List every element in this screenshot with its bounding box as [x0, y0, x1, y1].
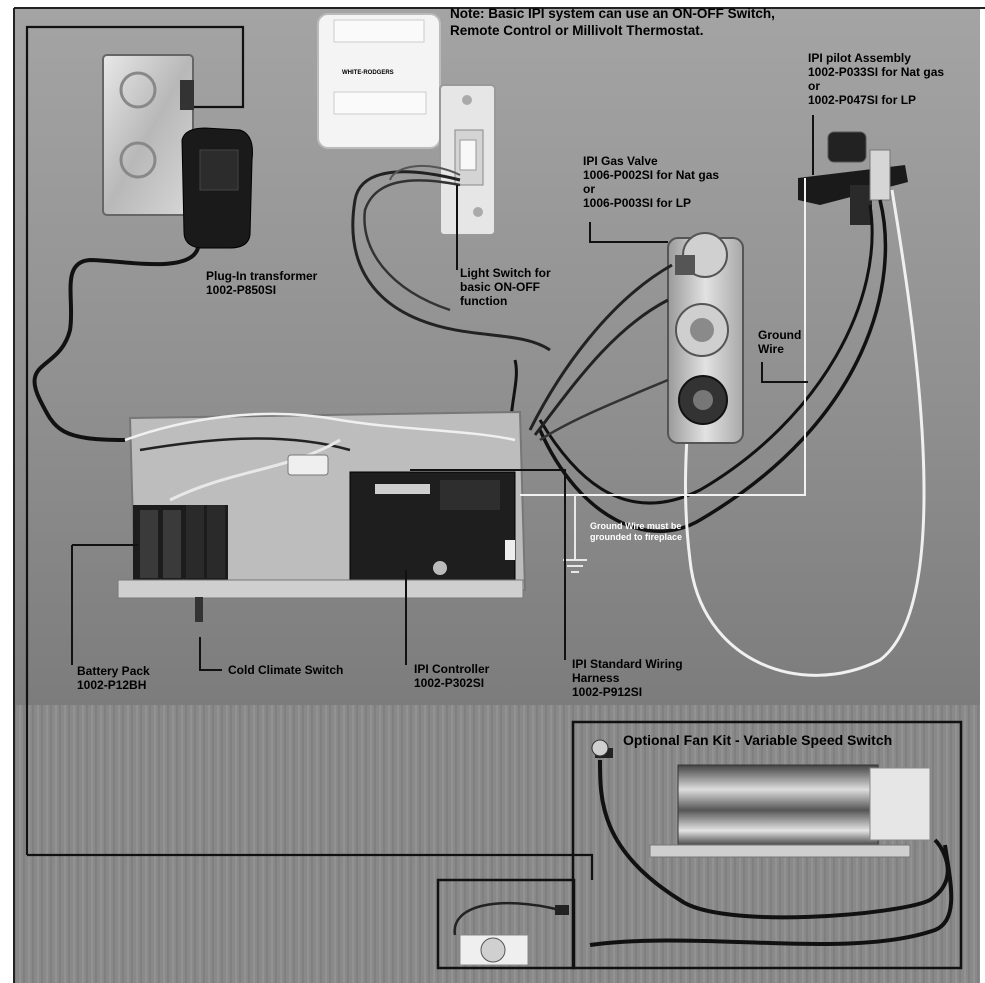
thermostat: [317, 13, 441, 149]
system-note-line-1: Note: Basic IPI system can use an ON-OFF…: [450, 6, 775, 21]
system-note: Note: Basic IPI system can use an ON-OFF…: [450, 5, 775, 39]
controller-board: [128, 410, 527, 597]
transformer-line-1: Plug-In transformer: [206, 269, 318, 283]
battery-pack-label: Battery Pack 1002-P12BH: [77, 664, 150, 692]
fan-kit-title: Optional Fan Kit - Variable Speed Switch: [623, 732, 893, 748]
ground-wire-label: Ground Wire: [758, 328, 801, 356]
light-switch-label: Light Switch for basic ON-OFF function: [460, 266, 551, 308]
battery-pack: [133, 505, 228, 580]
fan-kit: [589, 739, 954, 947]
gas-valve-label: IPI Gas Valve 1006-P002SI for Nat gas or…: [583, 154, 719, 210]
battery-line-1: Battery Pack: [77, 664, 150, 678]
controller-line-2: 1002-P302SI: [414, 676, 485, 690]
electrical-box: [102, 54, 194, 216]
pilot-line-3: or: [808, 79, 820, 93]
ground-line-1: Ground: [758, 328, 802, 342]
harness-line-2: Harness: [572, 671, 620, 685]
transformer-label: Plug-In transformer 1002-P850SI: [206, 269, 317, 297]
controller-line-1: IPI Controller: [414, 662, 490, 676]
pilot-line-4: 1002-P047SI for LP: [808, 93, 917, 107]
cold-climate-switch-label: Cold Climate Switch: [228, 663, 344, 677]
switch-line-1: Light Switch for: [460, 266, 551, 280]
switch-line-2: basic ON-OFF: [460, 280, 541, 294]
pilot-line-1: IPI pilot Assembly: [808, 51, 911, 65]
harness-line-3: 1002-P912SI: [572, 685, 643, 699]
harness-line-1: IPI Standard Wiring: [572, 657, 683, 671]
system-note-line-2: Remote Control or Millivolt Thermostat.: [450, 23, 704, 38]
valve-line-1: IPI Gas Valve: [583, 154, 658, 168]
valve-line-4: 1006-P003SI for LP: [583, 196, 692, 210]
gas-valve: [667, 232, 744, 444]
switch-line-3: function: [460, 294, 508, 308]
pilot-assembly-label: IPI pilot Assembly 1002-P033SI for Nat g…: [808, 51, 944, 107]
light-switch: [439, 84, 496, 236]
pilot-assembly: [798, 131, 908, 225]
transformer-line-2: 1002-P850SI: [206, 283, 277, 297]
harness-label: IPI Standard Wiring Harness 1002-P912SI: [572, 657, 683, 699]
ground-line-2: Wire: [758, 342, 784, 356]
ground-note: Ground Wire must be grounded to fireplac…: [590, 521, 683, 542]
controller-label: IPI Controller 1002-P302SI: [414, 662, 489, 690]
plug-in-transformer: [181, 127, 253, 249]
valve-line-2: 1006-P002SI for Nat gas: [583, 168, 720, 182]
battery-line-2: 1002-P12BH: [77, 678, 147, 692]
speed-switch: [453, 901, 569, 966]
valve-line-3: or: [583, 182, 595, 196]
pilot-line-2: 1002-P033SI for Nat gas: [808, 65, 945, 79]
thermostat-brand: WHITE-RODGERS: [342, 70, 394, 76]
